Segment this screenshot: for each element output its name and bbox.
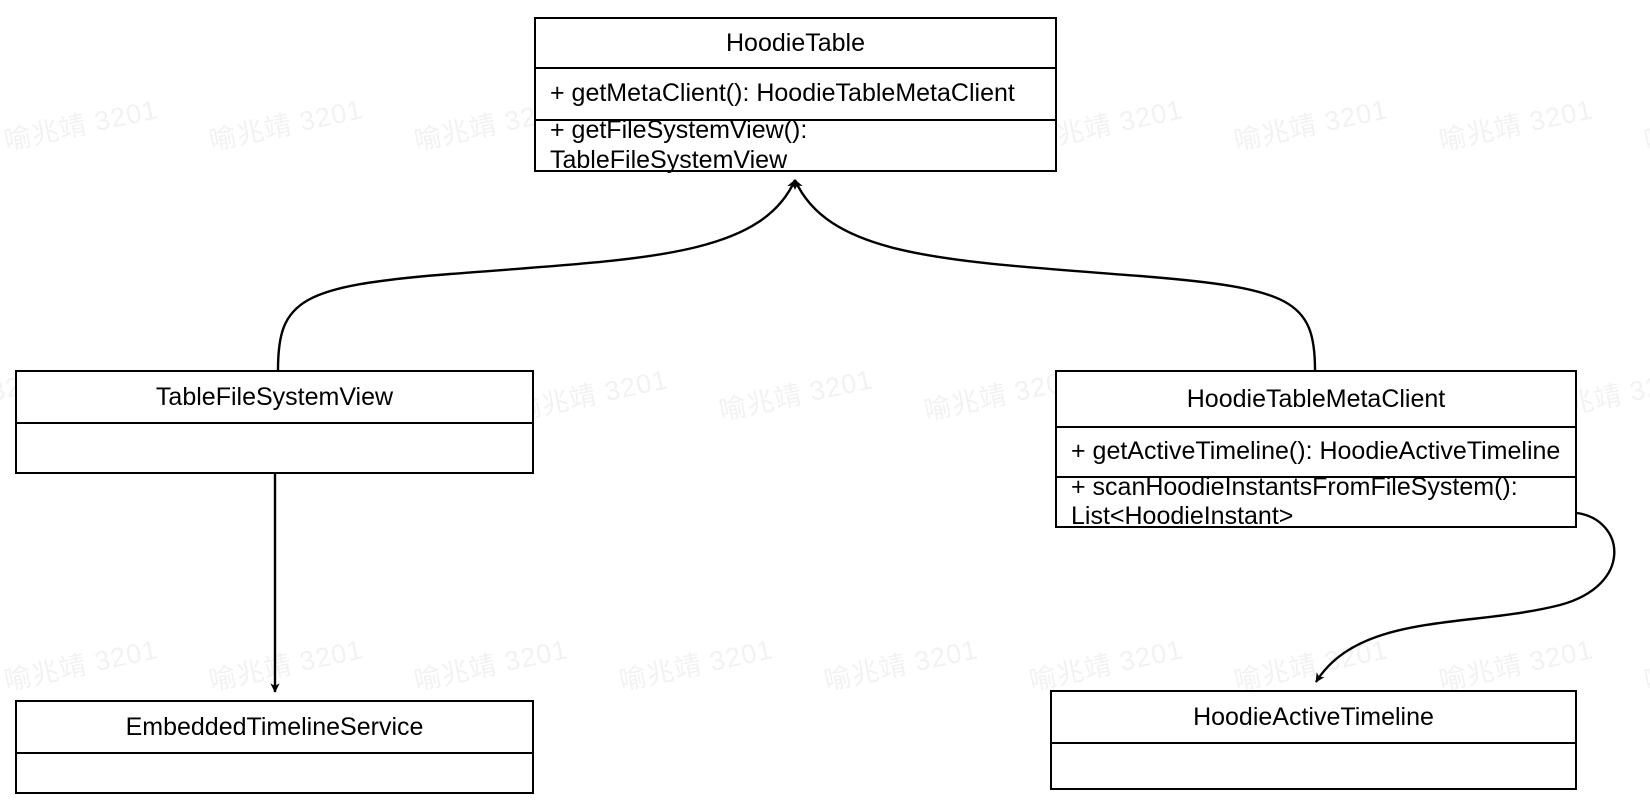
class-member-label: + scanHoodieInstantsFromFileSystem(): Li… xyxy=(1071,472,1518,531)
watermark-text: 喻兆靖 3201 xyxy=(1231,94,1391,157)
class-name-compartment: HoodieActiveTimeline xyxy=(1052,692,1575,744)
watermark-text: 喻兆靖 3201 xyxy=(206,94,366,157)
class-name-label: HoodieTable xyxy=(726,28,865,57)
class-box-embedded-timeline-service[interactable]: EmbeddedTimelineService xyxy=(15,700,534,794)
class-box-hoodie-table-meta-client[interactable]: HoodieTableMetaClient + getActiveTimeline… xyxy=(1055,370,1577,530)
watermark-text: 喻兆靖 3201 xyxy=(511,364,671,427)
class-member-label: + getMetaClient(): HoodieTableMetaClient xyxy=(550,79,1015,108)
class-name-compartment: HoodieTable xyxy=(536,19,1055,69)
watermark-text: 喻兆靖 3201 xyxy=(206,634,366,697)
class-member-label: + getFileSystemView(): TableFileSystemVi… xyxy=(550,116,808,174)
watermark-text: 喻兆靖 3201 xyxy=(1641,94,1650,157)
watermark-text: 喻兆靖 3201 xyxy=(1436,94,1596,157)
class-member-row[interactable]: + scanHoodieInstantsFromFileSystem(): Li… xyxy=(1057,473,1575,530)
class-box-table-file-system-view[interactable]: TableFileSystemView xyxy=(15,370,534,474)
class-members-compartment xyxy=(1052,744,1575,788)
class-box-hoodie-table[interactable]: HoodieTable + getMetaClient(): HoodieTabl… xyxy=(534,17,1057,174)
watermark-text: 喻兆靖 3201 xyxy=(411,634,571,697)
class-box-hoodie-active-timeline[interactable]: HoodieActiveTimeline xyxy=(1050,690,1577,790)
class-members-compartment: + getMetaClient(): HoodieTableMetaClient… xyxy=(536,69,1055,174)
watermark-text: 喻兆靖 3201 xyxy=(1026,634,1186,697)
class-name-compartment: TableFileSystemView xyxy=(17,372,532,424)
edge-hoodietablemetaclient-to-hoodietable xyxy=(793,179,1317,371)
class-member-label: + getActiveTimeline(): HoodieActiveTimel… xyxy=(1071,437,1561,466)
class-members-compartment: + getActiveTimeline(): HoodieActiveTimel… xyxy=(1057,428,1575,530)
class-name-label: EmbeddedTimelineService xyxy=(125,712,424,741)
watermark-text: 喻兆靖 3201 xyxy=(616,634,776,697)
class-member-row[interactable]: + getActiveTimeline(): HoodieActiveTimel… xyxy=(1057,428,1575,476)
watermark-text: 喻兆靖 3201 xyxy=(821,634,981,697)
watermark-text: 喻兆靖 3201 xyxy=(1641,634,1650,697)
watermark-text: 喻兆靖 3201 xyxy=(716,364,876,427)
class-name-label: HoodieTableMetaClient xyxy=(1186,384,1446,413)
class-name-label: TableFileSystemView xyxy=(155,382,394,411)
class-name-compartment: HoodieTableMetaClient xyxy=(1057,372,1575,428)
watermark-text: 喻兆靖 3201 xyxy=(1436,634,1596,697)
edge-tablefilesystemview-to-hoodietable xyxy=(276,179,797,371)
watermark-text: 喻兆靖 3201 xyxy=(1,634,161,697)
class-members-compartment xyxy=(17,424,532,472)
class-name-label: HoodieActiveTimeline xyxy=(1193,702,1434,731)
edge-hoodietablemetaclient-to-hoodieactivetimeline xyxy=(1314,511,1616,683)
class-member-row[interactable]: + getFileSystemView(): TableFileSystemVi… xyxy=(536,116,1055,174)
class-member-row[interactable]: + getMetaClient(): HoodieTableMetaClient xyxy=(536,69,1055,119)
class-members-compartment xyxy=(17,754,532,792)
class-name-compartment: EmbeddedTimelineService xyxy=(17,702,532,754)
watermark-text: 喻兆靖 3201 xyxy=(1231,634,1391,697)
watermark-text: 喻兆靖 3201 xyxy=(1,94,161,157)
